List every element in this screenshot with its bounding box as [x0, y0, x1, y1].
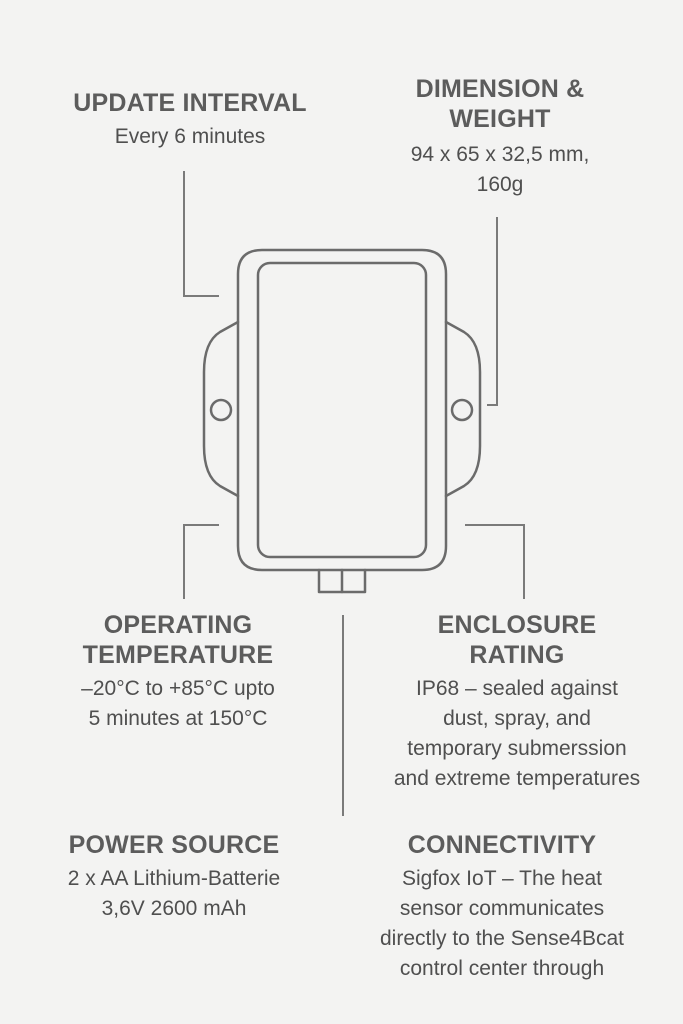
right-mounting-hole [450, 398, 474, 422]
connectivity-value-line-3: directly to the Sense4Bcat [380, 927, 624, 950]
update-interval-heading: UPDATE INTERVAL [73, 89, 307, 117]
power-source-value-line-2: 3,6V 2600 mAh [101, 897, 247, 920]
enclosure-rating-value-line-4: and extreme temperatures [393, 767, 641, 790]
left-mounting-hole [209, 398, 233, 422]
operating-temperature-heading-line-2: TEMPERATURE [82, 641, 274, 669]
enclosure-rating-value-line-2: dust, spray, and [443, 707, 591, 730]
connectivity-heading: CONNECTIVITY [407, 831, 597, 859]
update-interval-callout: UPDATE INTERVAL Every 6 minutes [40, 88, 340, 152]
leader-line-enclosure-rating [465, 524, 525, 599]
dimension-heading-line-2: WEIGHT [449, 105, 551, 133]
enclosure-rating-value-line-1: IP68 – sealed against [416, 677, 618, 700]
enclosure-rating-value-line-3: temporary submerssion [407, 737, 627, 760]
leader-line-dimension [487, 217, 498, 406]
operating-temperature-value-line-1: –20°C to +85°C upto [81, 677, 275, 700]
dimension-value-line-2: 160g [476, 173, 524, 196]
inner-lid [256, 261, 428, 559]
leader-line-update-interval [183, 171, 219, 297]
connectivity-callout: CONNECTIVITY Sigfox IoT – The heat senso… [352, 830, 652, 984]
dimension-value-line-1: 94 x 65 x 32,5 mm, [410, 143, 590, 166]
power-source-callout: POWER SOURCE 2 x AA Lithium-Batterie 3,6… [24, 830, 324, 924]
power-source-value-line-1: 2 x AA Lithium-Batterie [67, 867, 281, 890]
dimension-heading-line-1: DIMENSION & [415, 75, 585, 103]
dimension-callout: DIMENSION & WEIGHT 94 x 65 x 32,5 mm, 16… [340, 74, 660, 200]
operating-temperature-value-line-2: 5 minutes at 150°C [88, 707, 268, 730]
right-mounting-flange [444, 320, 482, 498]
connectivity-value-line-2: sensor communicates [399, 897, 605, 920]
enclosure-rating-heading-line-2: RATING [469, 641, 565, 669]
operating-temperature-heading-line-1: OPERATING [103, 611, 253, 639]
power-source-heading: POWER SOURCE [68, 831, 280, 859]
connectivity-value-line-4: control center through [399, 957, 605, 980]
update-interval-value: Every 6 minutes [114, 125, 266, 148]
left-mounting-flange [202, 320, 240, 498]
outer-housing [236, 248, 448, 572]
operating-temperature-callout: OPERATING TEMPERATURE –20°C to +85°C upt… [28, 610, 328, 734]
connectivity-value-line-1: Sigfox IoT – The heat [401, 867, 603, 890]
enclosure-rating-heading-line-1: ENCLOSURE [437, 611, 597, 639]
enclosure-rating-callout: ENCLOSURE RATING IP68 – sealed against d… [362, 610, 672, 794]
leader-line-operating-temperature [183, 524, 219, 599]
